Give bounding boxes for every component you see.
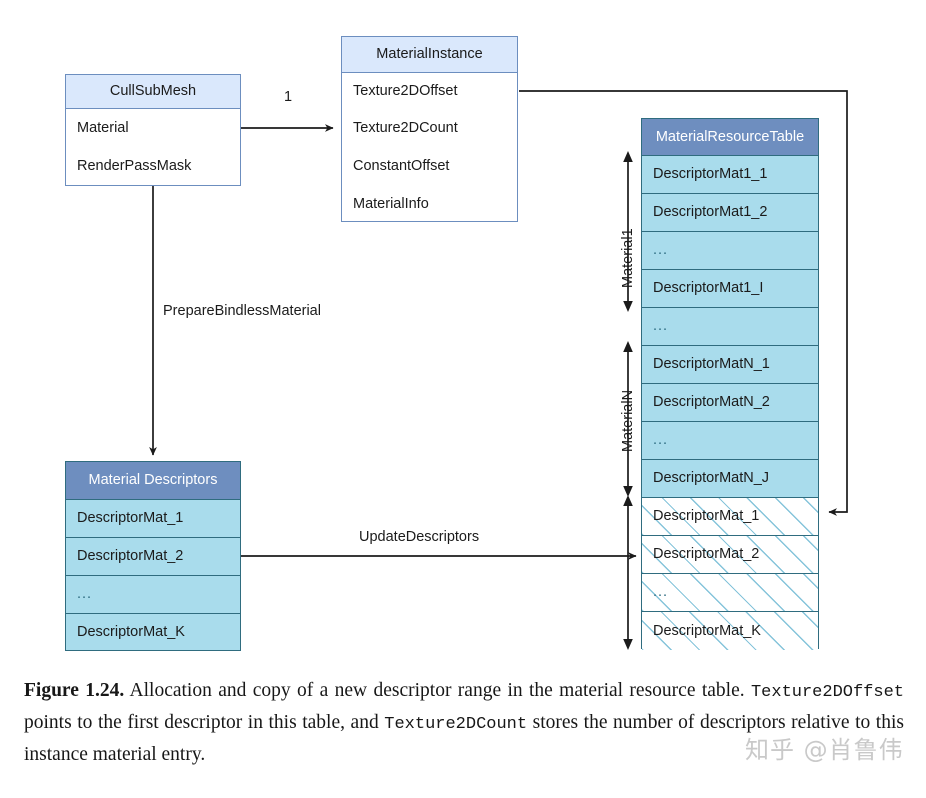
- range-bracket-new-range: [623, 495, 633, 650]
- mrt-row-12: DescriptorMat_K: [642, 612, 818, 650]
- caption-code-texture2doffset: Texture2DOffset: [750, 683, 904, 702]
- materialinstance-box: MaterialInstance Texture2DOffset Texture…: [341, 36, 518, 222]
- watermark: 知乎 @肖鲁伟: [745, 736, 904, 764]
- materialinstance-field-texture2dcount: Texture2DCount: [353, 120, 458, 137]
- mrt-row-0: DescriptorMat1_1: [642, 156, 818, 194]
- materialinstance-field-texture2doffset: Texture2DOffset: [353, 83, 458, 100]
- mrt-row-1: DescriptorMat1_2: [642, 194, 818, 232]
- caption-code-texture2dcount: Texture2DCount: [384, 715, 528, 734]
- edge-label-preparebindlessmaterial: PrepareBindlessMaterial: [163, 303, 321, 319]
- mrt-row-6: DescriptorMatN_2: [642, 384, 818, 422]
- cullsubmesh-field-material: Material: [77, 119, 129, 136]
- edge-label-multiplicity-one: 1: [284, 89, 293, 105]
- mrt-row-10: DescriptorMat_2: [642, 536, 818, 574]
- material-descriptors-table: Material Descriptors DescriptorMat_1 Des…: [65, 461, 241, 651]
- caption-text-3: stores the number of descriptors relativ…: [24, 712, 904, 765]
- cullsubmesh-box: CullSubMesh Material RenderPassMask: [65, 74, 241, 186]
- mrt-row-11: ...: [642, 574, 818, 612]
- mrt-row-5: DescriptorMatN_1: [642, 346, 818, 384]
- material-descriptors-row-k: DescriptorMat_K: [66, 614, 240, 650]
- caption-text-2: points to the first descriptor in this t…: [24, 712, 385, 733]
- material-descriptors-title: Material Descriptors: [66, 462, 240, 500]
- range-label-material1: Material1: [620, 228, 636, 288]
- cullsubmesh-field-renderpassmask: RenderPassMask: [77, 157, 192, 174]
- range-label-materialn: MaterialN: [620, 389, 636, 452]
- mrt-row-7: ...: [642, 422, 818, 460]
- materialinstance-field-materialinfo: MaterialInfo: [353, 195, 429, 212]
- mrt-row-3: DescriptorMat1_I: [642, 270, 818, 308]
- mrt-row-4: ...: [642, 308, 818, 346]
- mrt-row-2: ...: [642, 232, 818, 270]
- material-descriptors-row-ellipsis: ...: [66, 576, 240, 614]
- materialinstance-field-constantoffset: ConstantOffset: [353, 157, 450, 174]
- material-resource-table: MaterialResourceTable DescriptorMat1_1 D…: [641, 118, 819, 650]
- material-resource-table-title: MaterialResourceTable: [642, 119, 818, 156]
- figure-number: Figure 1.24.: [24, 680, 125, 701]
- caption-text-1: Allocation and copy of a new descriptor …: [124, 680, 751, 701]
- material-descriptors-row-1: DescriptorMat_1: [66, 500, 240, 538]
- figure-caption: Figure 1.24. Allocation and copy of a ne…: [24, 676, 904, 770]
- cullsubmesh-title: CullSubMesh: [66, 75, 240, 109]
- material-descriptors-row-2: DescriptorMat_2: [66, 538, 240, 576]
- mrt-row-9: DescriptorMat_1: [642, 498, 818, 536]
- materialinstance-title: MaterialInstance: [342, 37, 517, 73]
- edge-label-updatedescriptors: UpdateDescriptors: [359, 529, 480, 545]
- mrt-row-8: DescriptorMatN_J: [642, 460, 818, 498]
